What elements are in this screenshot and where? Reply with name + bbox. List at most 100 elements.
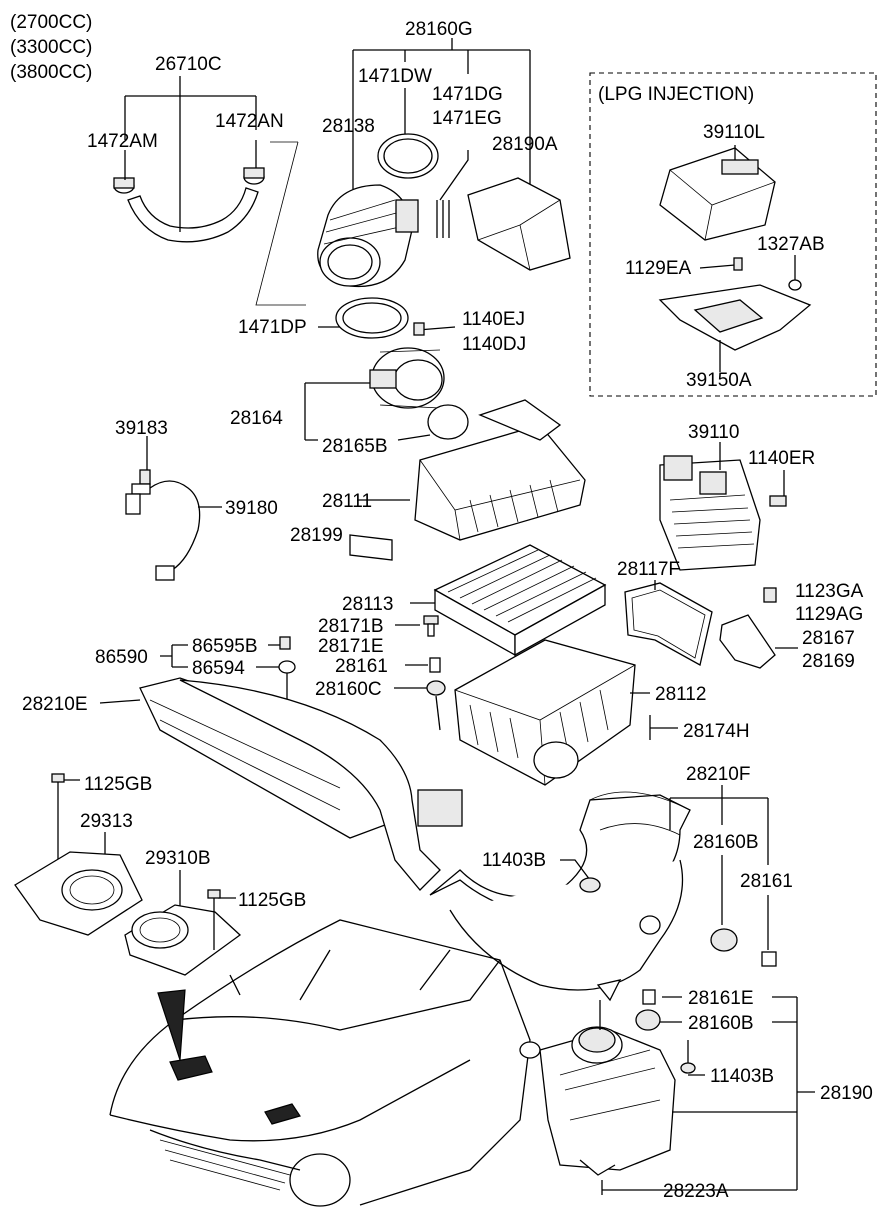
- label-1471DW: 1471DW: [358, 66, 432, 87]
- hose-callout-outline: [255, 141, 306, 306]
- leader-28165B: [397, 434, 431, 441]
- leader-28160G: [352, 38, 531, 190]
- bolt-11403B-a-drawing: [579, 877, 601, 893]
- air-filter-drawing: [433, 544, 607, 657]
- bracket-39150A-drawing: [658, 284, 812, 351]
- duct-cover-drawing: [467, 177, 571, 271]
- grommet-28160B-b-drawing: [635, 1009, 661, 1031]
- label-11403B-b: 11403B: [710, 1066, 774, 1087]
- label-39183: 39183: [115, 418, 168, 439]
- label-28164: 28164: [230, 408, 283, 429]
- filter-frame-inner: [631, 589, 706, 659]
- label-1125GB-b: 1125GB: [238, 890, 306, 911]
- label-26710C: 26710C: [155, 54, 222, 75]
- o2-sensor-drawing: [125, 469, 201, 581]
- grommet-86594-drawing: [278, 660, 296, 674]
- label-28174H: 28174H: [683, 721, 750, 742]
- label-28165B: 28165B: [322, 436, 388, 457]
- label-86594: 86594: [192, 658, 245, 679]
- label-28161-a: 28161: [335, 656, 388, 677]
- label-28210F: 28210F: [686, 764, 750, 785]
- label-28171B: 28171B: [318, 616, 384, 637]
- ecu-39110-drawing: [659, 455, 761, 571]
- label-28190A: 28190A: [492, 134, 558, 155]
- ecu-39110L-drawing: [659, 147, 776, 241]
- air-cleaner-body-drawing: [454, 639, 636, 786]
- engine-variant-3300: (3300CC): [10, 37, 92, 58]
- leader-1129EA: [699, 264, 736, 269]
- engine-variant-2700: (2700CC): [10, 12, 92, 33]
- label-39110: 39110: [688, 422, 739, 443]
- bushing-28161E-drawing: [642, 989, 656, 1005]
- label-28190: 28190: [820, 1083, 873, 1104]
- leader-11403B-a: [560, 859, 591, 881]
- vehicle-outline-drawing: [109, 919, 531, 1207]
- label-1129AG: 1129AG: [795, 604, 863, 625]
- label-28167: 28167: [802, 628, 855, 649]
- air-duct-28210E-drawing: [139, 677, 463, 891]
- heat-shield-29313-drawing: [14, 851, 143, 936]
- label-1327AB: 1327AB: [757, 234, 825, 255]
- leader-28210F: [669, 785, 769, 865]
- label-29310B: 29310B: [145, 848, 211, 869]
- label-1472AN: 1472AN: [215, 111, 284, 132]
- label-28111: 28111: [322, 491, 372, 512]
- label-1471DG: 1471DG: [432, 84, 503, 105]
- bolt-11403B-b-drawing: [680, 1062, 696, 1074]
- label-28223A: 28223A: [663, 1181, 729, 1202]
- label-39110L: 39110L: [703, 122, 765, 143]
- bolt-1140ER-drawing: [769, 495, 787, 507]
- air-cleaner-cover-drawing: [414, 399, 586, 541]
- gasket-28165B-drawing: [427, 404, 469, 440]
- label-28171E: 28171E: [318, 636, 384, 657]
- label-1471EG: 1471EG: [432, 108, 502, 129]
- bushing-28161-b-drawing: [761, 951, 777, 967]
- airflow-sensor-drawing: [369, 347, 445, 409]
- grommet-28160B-drawing: [710, 928, 738, 952]
- intake-hose-drawing: [317, 133, 439, 288]
- lpg-box-title: (LPG INJECTION): [598, 84, 754, 105]
- clip-1471DG-drawing: [436, 200, 450, 238]
- label-28113: 28113: [342, 594, 393, 615]
- leader-86595B-86594: [256, 644, 282, 668]
- label-1125GB-a: 1125GB: [84, 774, 152, 795]
- bolt-1123GA-drawing: [763, 587, 777, 603]
- breather-hose-drawing: [113, 167, 265, 243]
- label-1472AM: 1472AM: [87, 131, 158, 152]
- label-28160B-b: 28160B: [688, 1013, 754, 1034]
- label-28117F: 28117F: [617, 559, 680, 580]
- label-1123GA: 1123GA: [795, 581, 864, 602]
- label-39150A: 39150A: [686, 370, 752, 391]
- label-28112: 28112: [655, 684, 706, 705]
- label-1140ER: 1140ER: [748, 448, 815, 469]
- label-1140EJ: 1140EJ: [462, 309, 525, 330]
- label-28210E: 28210E: [22, 694, 88, 715]
- bolt-1125GB-a-drawing: [51, 773, 65, 783]
- label-28138: 28138: [322, 116, 375, 137]
- lpg-injection-box: [589, 72, 877, 397]
- filter-frame-28117F-drawing: [624, 582, 713, 666]
- label-1471DP: 1471DP: [238, 317, 307, 338]
- label-28160G: 28160G: [405, 19, 473, 40]
- leader-28160C-down: [435, 695, 441, 731]
- label-28160B-a: 28160B: [693, 832, 759, 853]
- leader-86590: [160, 644, 188, 668]
- nut-1327AB-drawing: [788, 279, 802, 291]
- label-29313: 29313: [80, 811, 133, 832]
- label-28160C: 28160C: [315, 679, 382, 700]
- screw-1129EA-drawing: [733, 257, 743, 271]
- label-28199: 28199: [290, 525, 343, 546]
- bushing-28161-drawing: [429, 657, 441, 673]
- leader-28190: [602, 996, 815, 1191]
- leader-26710C: [124, 76, 257, 232]
- leader-clamps: [124, 140, 257, 180]
- clip-86595B-drawing: [279, 636, 291, 650]
- label-1129EA: 1129EA: [625, 258, 692, 279]
- leader-28164: [304, 382, 370, 441]
- bracket-28167-drawing: [719, 614, 776, 669]
- label-28161E: 28161E: [688, 988, 754, 1009]
- clamp-1471DP-inner: [342, 302, 402, 334]
- label-86595B: 86595B: [192, 636, 258, 657]
- leader-28210E: [99, 699, 141, 704]
